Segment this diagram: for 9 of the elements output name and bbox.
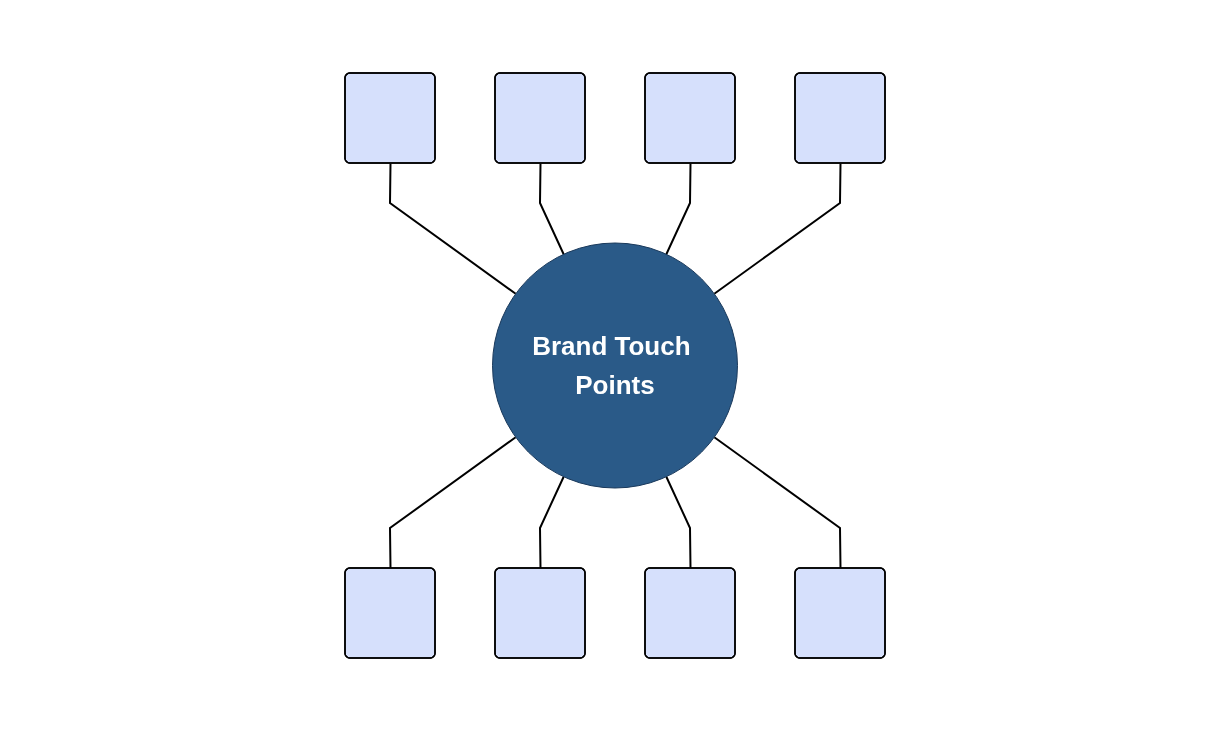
node-circle: Brand Touch Points	[492, 242, 738, 489]
connector	[539, 162, 565, 256]
connector	[539, 475, 565, 570]
connector	[713, 436, 842, 570]
connector	[665, 475, 692, 570]
connector	[389, 162, 517, 295]
connector	[713, 162, 842, 295]
connector	[665, 162, 692, 256]
connector	[389, 436, 517, 570]
